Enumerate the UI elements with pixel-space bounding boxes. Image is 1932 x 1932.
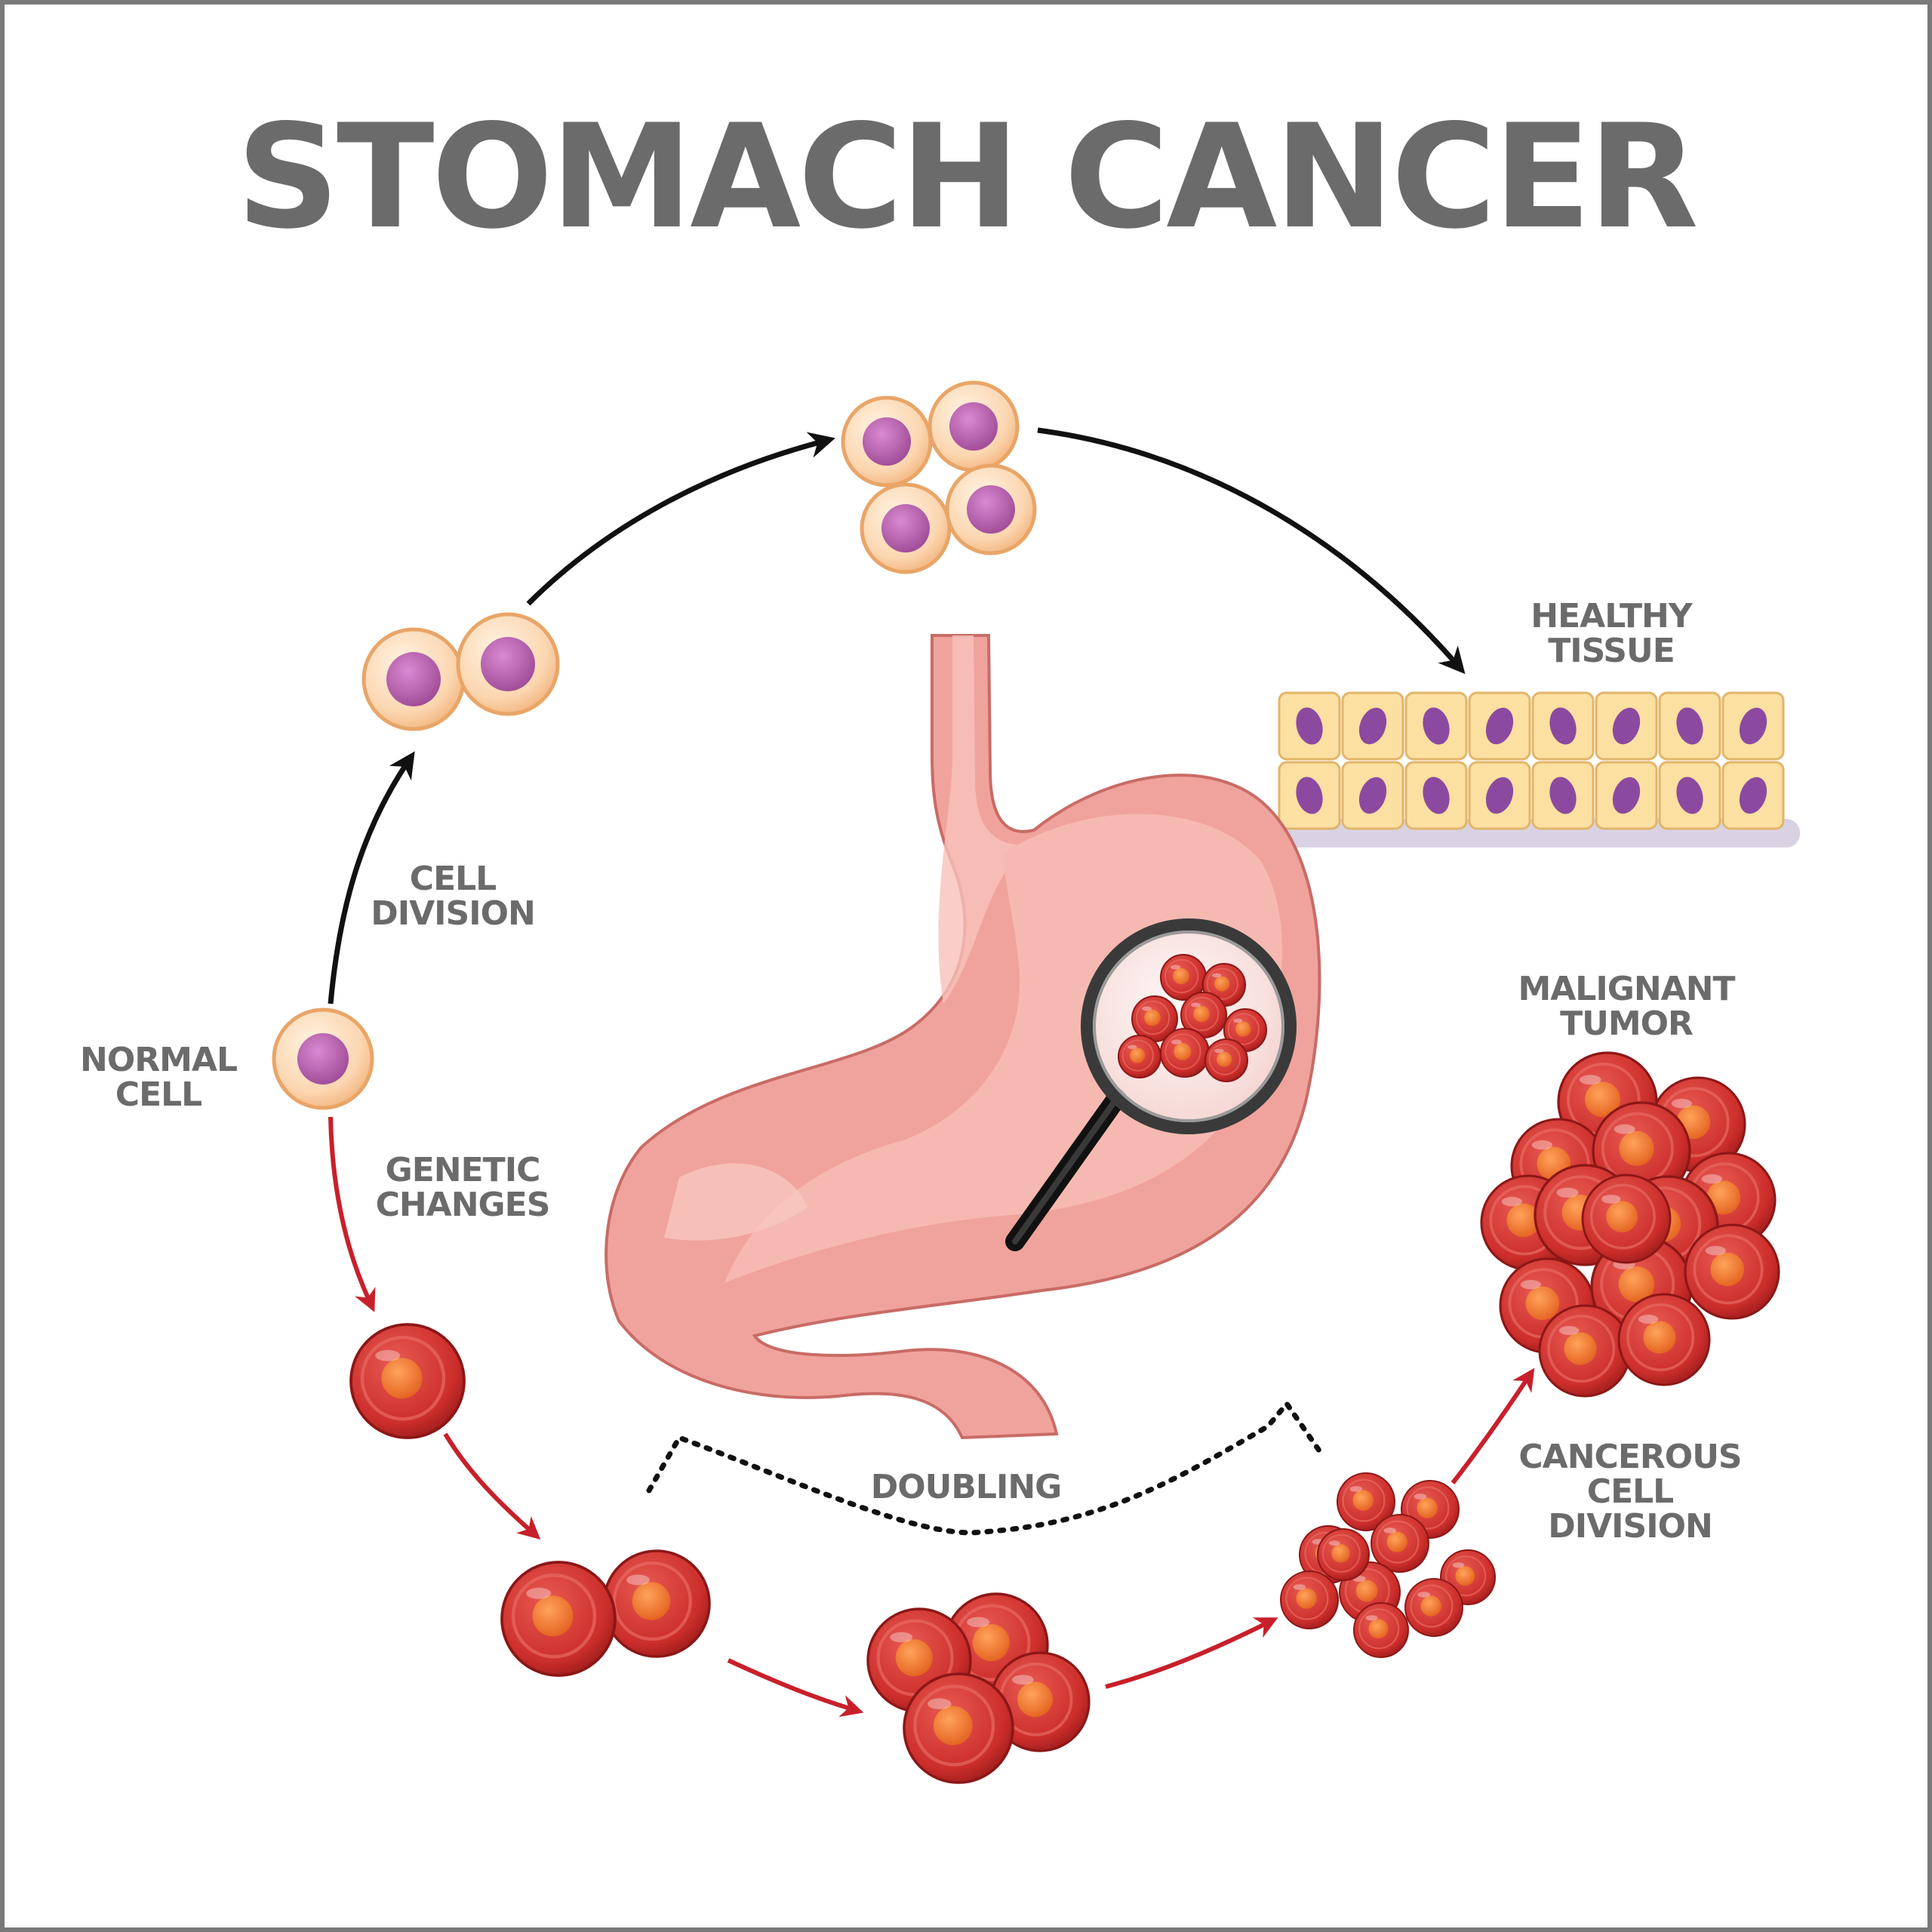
- cancer-cell: [1280, 1571, 1339, 1629]
- lens-cell: [1204, 1038, 1248, 1082]
- arrow-four-to-tissue: [1037, 427, 1466, 675]
- cancer-cycle-arrows: [328, 1116, 1535, 1718]
- mutated-cell: [349, 1323, 466, 1439]
- four-healthy-cells: [841, 380, 1037, 574]
- tissue-cell: [1341, 691, 1404, 761]
- cancer-cell: [989, 1651, 1091, 1752]
- arrow-two-to-four: [727, 1658, 864, 1718]
- tissue-cell: [1341, 761, 1404, 830]
- tumor-cell: [1581, 1174, 1672, 1264]
- cancer-cell: [602, 1549, 711, 1658]
- lens-cell: [1131, 995, 1178, 1042]
- lens-cell: [1118, 1035, 1161, 1078]
- healthy-tissue-block: [1275, 691, 1800, 848]
- doubling-bracket: [646, 1399, 1324, 1536]
- tumor-cell: [1617, 1293, 1711, 1386]
- lens-cell: [1160, 954, 1207, 1001]
- tissue-cell: [1468, 691, 1531, 761]
- cancer-cell: [1371, 1514, 1429, 1573]
- tissue-cell: [1595, 691, 1658, 761]
- cancer-cell: [1317, 1528, 1370, 1581]
- arrow-mutated-to-two: [443, 1432, 541, 1540]
- tissue-cell: [1721, 691, 1785, 761]
- tissue-cell: [1278, 761, 1341, 830]
- arrow-normal-to-division: [328, 751, 415, 1004]
- tissue-cell: [1468, 761, 1531, 830]
- label-doubling: DOUBLING: [870, 1468, 1063, 1506]
- dividing-cells-pair: [361, 612, 560, 731]
- normal-cell: [272, 1008, 374, 1110]
- tissue-cell: [1658, 691, 1721, 761]
- lens-cell: [1180, 992, 1227, 1038]
- cancer-cell: [903, 1672, 1014, 1784]
- arrow-normal-to-mutated: [328, 1116, 376, 1312]
- lens-cell: [1160, 1028, 1210, 1078]
- arrow-division-to-four: [526, 432, 835, 606]
- tumor-cell: [1684, 1223, 1780, 1320]
- tissue-cell: [1658, 761, 1721, 830]
- cancer-cell: [1353, 1602, 1409, 1658]
- tissue-cell: [1404, 691, 1468, 761]
- cancer-cell: [500, 1561, 617, 1677]
- magnified-tumor-cells: [1118, 954, 1267, 1082]
- cancer-cell: [1404, 1578, 1463, 1637]
- magnifying-glass-icon: [1005, 918, 1297, 1251]
- arrow-four-to-cluster: [1105, 1617, 1278, 1689]
- arrow-cluster-to-tumor: [1451, 1367, 1535, 1484]
- page-title: STOMACH CANCER: [236, 94, 1699, 260]
- tissue-cell: [1404, 761, 1468, 830]
- tissue-cell: [1595, 761, 1658, 830]
- tissue-cell: [1721, 761, 1785, 830]
- tissue-cell: [1531, 761, 1595, 830]
- tissue-cell: [1278, 691, 1341, 761]
- tissue-cell: [1531, 691, 1595, 761]
- healthy-cycle-arrows: [328, 427, 1466, 1004]
- tumor-cell: [1538, 1304, 1632, 1398]
- cancer-progression-cells: [349, 1051, 1780, 1784]
- cancer-cell: [1337, 1472, 1395, 1531]
